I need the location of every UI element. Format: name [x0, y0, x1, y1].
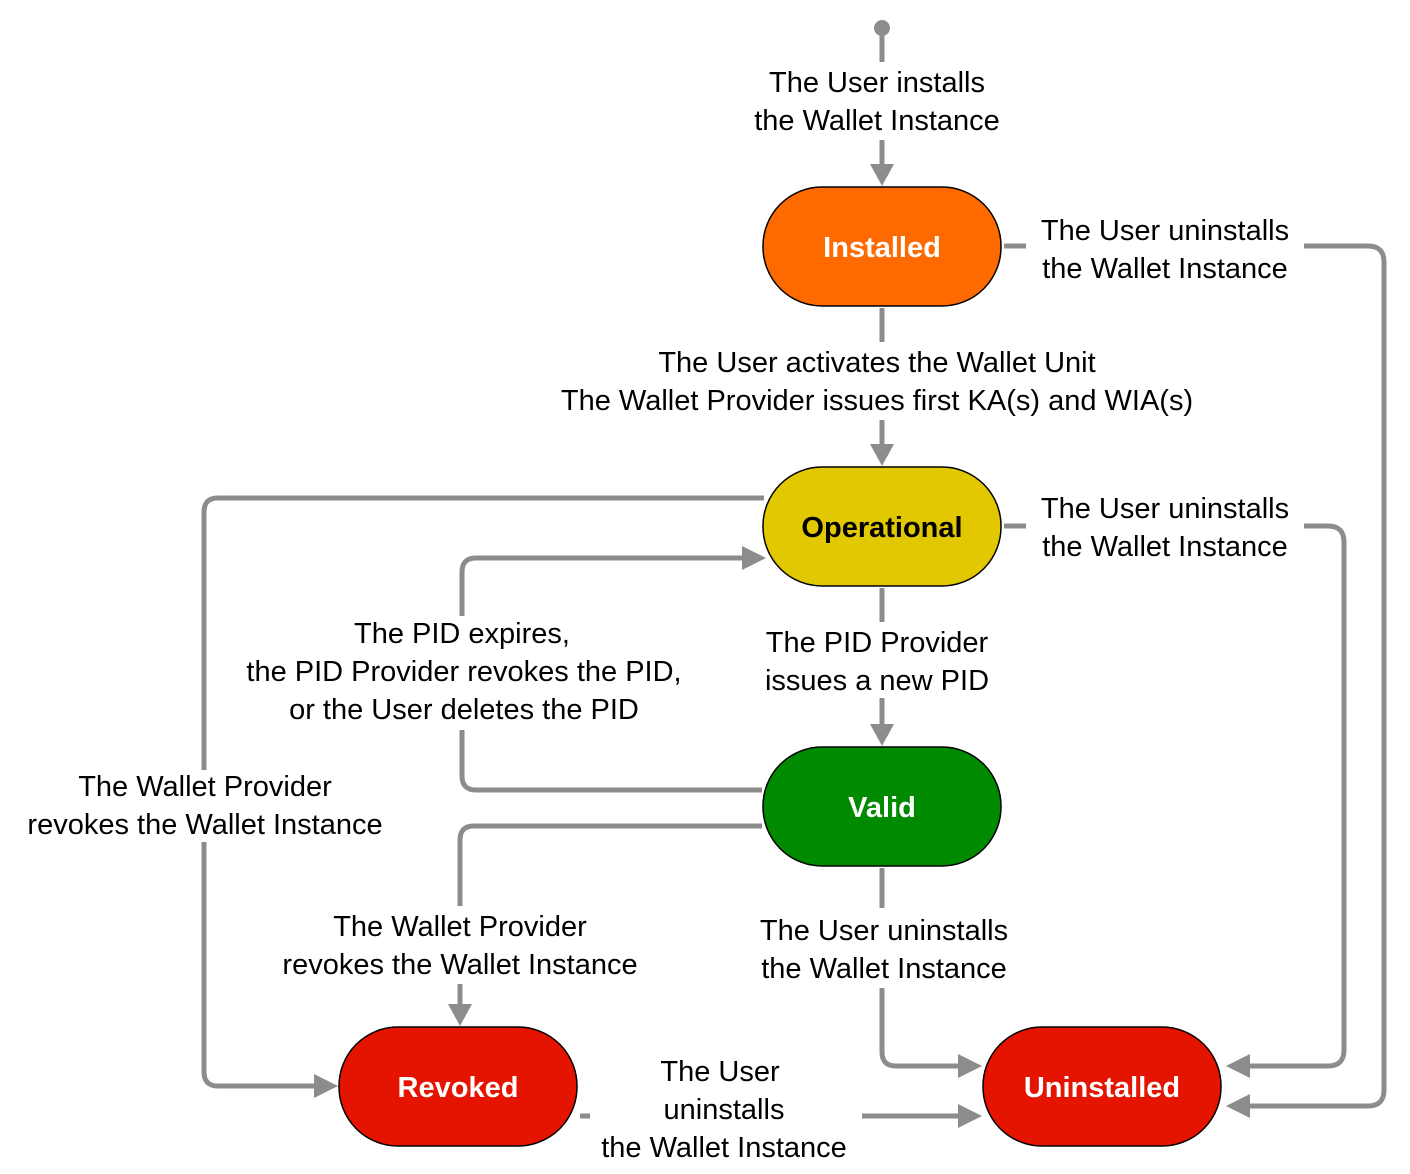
label-installed-uninstall-line2: the Wallet Instance: [1042, 253, 1288, 285]
label-revoked-uninstall-line1: The User: [660, 1056, 780, 1088]
edge-pid-invalidated-top: [459, 555, 742, 616]
state-uninstalled: Uninstalled: [982, 1026, 1222, 1147]
state-revoked: Revoked: [338, 1026, 578, 1147]
state-uninstalled-label: Uninstalled: [1024, 1072, 1180, 1104]
state-installed-shape: [762, 186, 1002, 307]
label-revoked-uninstall-line3: the Wallet Instance: [601, 1132, 847, 1164]
label-pid-invalidated-line2: the PID Provider revokes the PID,: [246, 656, 681, 688]
edge-operational-uninstall: [1250, 523, 1347, 1069]
arrowhead-installed: [870, 164, 894, 186]
arrowhead-operational-left: [742, 546, 766, 570]
label-operational-revoke-line1: The Wallet Provider: [78, 771, 332, 803]
label-valid-uninstall-line1: The User uninstalls: [760, 915, 1008, 947]
edges: [201, 20, 1387, 1128]
label-issue-pid-line2: issues a new PID: [765, 665, 989, 697]
label-install-line2: the Wallet Instance: [754, 105, 1000, 137]
arrowhead-uninstalled-inner: [1226, 1054, 1250, 1078]
label-valid-uninstall-line2: the Wallet Instance: [761, 953, 1007, 985]
arrowhead-operational: [870, 444, 894, 466]
edge-valid-revoke-top: [457, 823, 762, 906]
edge-pid-invalidated-bottom: [459, 730, 762, 793]
state-operational-label: Operational: [801, 512, 962, 544]
state-operational-shape: [762, 466, 1002, 587]
label-pid-invalidated-line1: The PID expires,: [354, 618, 570, 650]
label-activate-line1: The User activates the Wallet Unit: [658, 347, 1095, 379]
arrowhead-revoked-top: [448, 1004, 472, 1026]
state-operational: Operational: [762, 466, 1002, 587]
edge-operational-revoke-bottom: [201, 842, 314, 1089]
label-valid-revoke-line1: The Wallet Provider: [333, 911, 587, 943]
label-operational-uninstall-line1: The User uninstalls: [1041, 493, 1289, 525]
label-operational-revoke-line2: revokes the Wallet Instance: [27, 809, 382, 841]
label-valid-revoke-line2: revokes the Wallet Instance: [282, 949, 637, 981]
arrowhead-revoked-left: [314, 1074, 338, 1098]
state-revoked-label: Revoked: [398, 1072, 519, 1104]
edge-installed-uninstall: [1250, 243, 1387, 1109]
label-installed-uninstall-line1: The User uninstalls: [1041, 215, 1289, 247]
transition-labels: The User installs the Wallet Instance Th…: [27, 67, 1289, 1164]
edge-valid-uninstall-bottom: [879, 988, 958, 1069]
state-revoked-shape: [338, 1026, 578, 1147]
arrowhead-valid: [870, 724, 894, 746]
label-pid-invalidated-line3: or the User deletes the PID: [289, 694, 639, 726]
arrowhead-uninstalled-bottom: [958, 1104, 982, 1128]
state-installed: Installed: [762, 186, 1002, 307]
state-valid-label: Valid: [848, 792, 916, 824]
arrowhead-uninstalled-top: [958, 1054, 982, 1078]
label-install-line1: The User installs: [769, 67, 985, 99]
label-operational-uninstall-line2: the Wallet Instance: [1042, 531, 1288, 563]
label-activate-line2: The Wallet Provider issues first KA(s) a…: [561, 385, 1193, 417]
state-valid: Valid: [762, 746, 1002, 867]
label-revoked-uninstall-line2: uninstalls: [664, 1094, 785, 1126]
state-installed-label: Installed: [823, 232, 941, 264]
edge-operational-revoke-top: [201, 495, 764, 770]
state-valid-shape: [762, 746, 1002, 867]
state-uninstalled-shape: [982, 1026, 1222, 1147]
label-issue-pid-line1: The PID Provider: [766, 627, 989, 659]
arrowhead-uninstalled-outer: [1226, 1094, 1250, 1118]
